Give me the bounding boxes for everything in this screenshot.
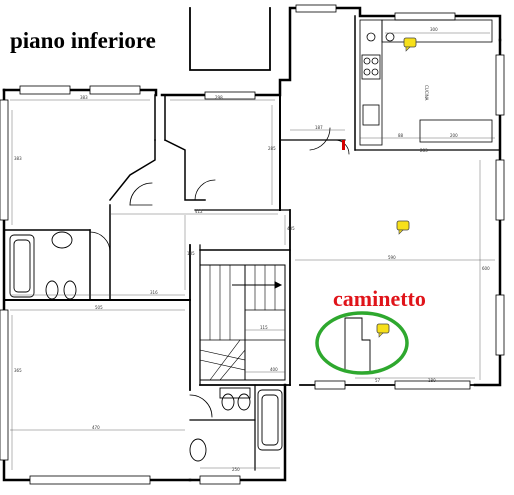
dimension-labels: 300 88 200 187 283 383 298 383 285 412 5… bbox=[14, 27, 490, 472]
room-label-kitchen: CUCINA bbox=[424, 85, 429, 101]
dim-mid-v1: 185 bbox=[187, 251, 195, 256]
dim-bedroom-bottom: 470 bbox=[92, 425, 100, 430]
note-icon[interactable] bbox=[403, 37, 417, 52]
note-icon[interactable] bbox=[396, 220, 410, 235]
dim-stair-bottom: 400 bbox=[270, 367, 278, 372]
dim-living-width: 590 bbox=[388, 255, 396, 260]
dim-room2-top: 298 bbox=[215, 95, 223, 100]
dim-hall-top-b: 283 bbox=[420, 148, 428, 153]
fireplace-label: caminetto bbox=[333, 286, 426, 311]
entry-mark bbox=[342, 140, 345, 150]
dim-kitchen-bottom-a: 88 bbox=[398, 133, 404, 138]
dim-bedroom-top: 505 bbox=[95, 305, 103, 310]
dim-kitchen-bottom-b: 200 bbox=[450, 133, 458, 138]
dim-hall-top-a: 187 bbox=[315, 125, 323, 130]
dim-living-side: 600 bbox=[482, 266, 490, 271]
walls bbox=[2, 6, 502, 482]
dim-bottom-right: 180 bbox=[428, 378, 436, 383]
dim-wc-bottom: 250 bbox=[232, 467, 240, 472]
dim-kitchen-top: 300 bbox=[430, 27, 438, 32]
dim-room1-side: 383 bbox=[14, 156, 22, 161]
dim-bath1-bottom: 316 bbox=[150, 290, 158, 295]
dim-bottom-left: 57 bbox=[375, 378, 381, 383]
page-title: piano inferiore bbox=[10, 28, 156, 53]
dim-mid-v2: 435 bbox=[287, 226, 295, 231]
dim-corridor: 412 bbox=[195, 209, 203, 214]
windows bbox=[0, 4, 505, 485]
note-icon[interactable] bbox=[376, 323, 390, 338]
dimension-lines bbox=[10, 32, 495, 470]
dim-room2-side: 285 bbox=[268, 146, 276, 151]
dim-room1-top: 383 bbox=[80, 95, 88, 100]
kitchen-fittings bbox=[359, 19, 493, 146]
dim-stair-land: 115 bbox=[260, 325, 268, 330]
stair-arrow bbox=[232, 281, 283, 289]
fireplace-highlight bbox=[315, 311, 409, 375]
fireplace bbox=[344, 317, 371, 373]
dim-bedroom-side: 365 bbox=[14, 368, 22, 373]
bathroom-fixtures bbox=[9, 231, 283, 462]
